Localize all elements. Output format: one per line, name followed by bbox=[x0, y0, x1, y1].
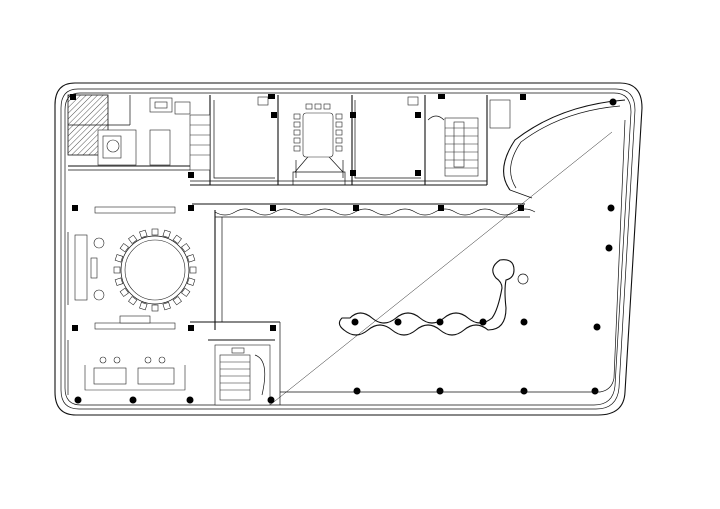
round-column bbox=[74, 396, 82, 404]
round-column bbox=[186, 396, 194, 404]
chair bbox=[128, 234, 138, 244]
column bbox=[415, 112, 421, 118]
chair bbox=[186, 254, 196, 263]
top-room-block bbox=[190, 95, 488, 186]
wavy-partition-top bbox=[192, 203, 536, 218]
chair bbox=[172, 296, 182, 306]
top-left-service-block bbox=[67, 94, 211, 171]
column bbox=[271, 112, 277, 118]
column bbox=[350, 112, 356, 118]
column bbox=[518, 205, 524, 211]
chair bbox=[181, 287, 191, 297]
chair bbox=[119, 287, 129, 297]
round-column bbox=[520, 387, 528, 395]
chair bbox=[113, 266, 121, 274]
round-column bbox=[129, 396, 137, 404]
round-column bbox=[394, 318, 402, 326]
reception-counter bbox=[67, 340, 186, 395]
chair bbox=[139, 301, 148, 311]
round-column bbox=[479, 318, 487, 326]
column bbox=[438, 94, 445, 99]
column bbox=[188, 172, 194, 178]
chair bbox=[151, 304, 159, 312]
round-column bbox=[436, 318, 444, 326]
column bbox=[438, 205, 444, 211]
chair bbox=[128, 296, 138, 306]
round-column bbox=[607, 204, 615, 212]
round-table-chairs bbox=[113, 228, 197, 312]
round-column bbox=[353, 387, 361, 395]
chair bbox=[172, 234, 182, 244]
conference-chairs bbox=[293, 103, 343, 152]
top-right-stair bbox=[427, 99, 511, 177]
column bbox=[520, 94, 526, 100]
chair bbox=[114, 254, 124, 263]
chair bbox=[181, 243, 191, 253]
column bbox=[270, 205, 276, 211]
chair bbox=[151, 228, 159, 236]
column bbox=[353, 205, 359, 211]
chair bbox=[114, 277, 124, 286]
round-column bbox=[351, 318, 359, 326]
columns bbox=[70, 94, 617, 404]
round-column bbox=[436, 387, 444, 395]
chair bbox=[119, 243, 129, 253]
column bbox=[72, 325, 78, 331]
column bbox=[268, 94, 275, 99]
serpentine-exhibit bbox=[338, 259, 529, 336]
round-column bbox=[605, 244, 613, 252]
round-column bbox=[609, 98, 617, 106]
curved-glass-wall bbox=[503, 99, 626, 199]
round-column bbox=[267, 396, 275, 404]
building-envelope bbox=[54, 82, 643, 416]
chair bbox=[189, 266, 197, 274]
column bbox=[72, 205, 78, 211]
round-table bbox=[113, 228, 197, 312]
column bbox=[350, 170, 356, 176]
chair bbox=[139, 229, 148, 239]
round-column bbox=[591, 387, 599, 395]
column bbox=[270, 325, 276, 331]
column bbox=[415, 170, 421, 176]
chair bbox=[162, 229, 171, 239]
column bbox=[188, 205, 194, 211]
lower-perimeter bbox=[280, 119, 626, 393]
column bbox=[188, 325, 194, 331]
round-column bbox=[520, 318, 528, 326]
bottom-stair bbox=[208, 339, 275, 406]
conference-table bbox=[293, 103, 343, 158]
round-column bbox=[593, 323, 601, 331]
benches bbox=[94, 206, 176, 330]
column bbox=[70, 94, 76, 100]
corridor-wall bbox=[190, 210, 281, 405]
chair bbox=[162, 301, 171, 311]
chair bbox=[186, 277, 196, 286]
left-lounge bbox=[67, 232, 105, 305]
